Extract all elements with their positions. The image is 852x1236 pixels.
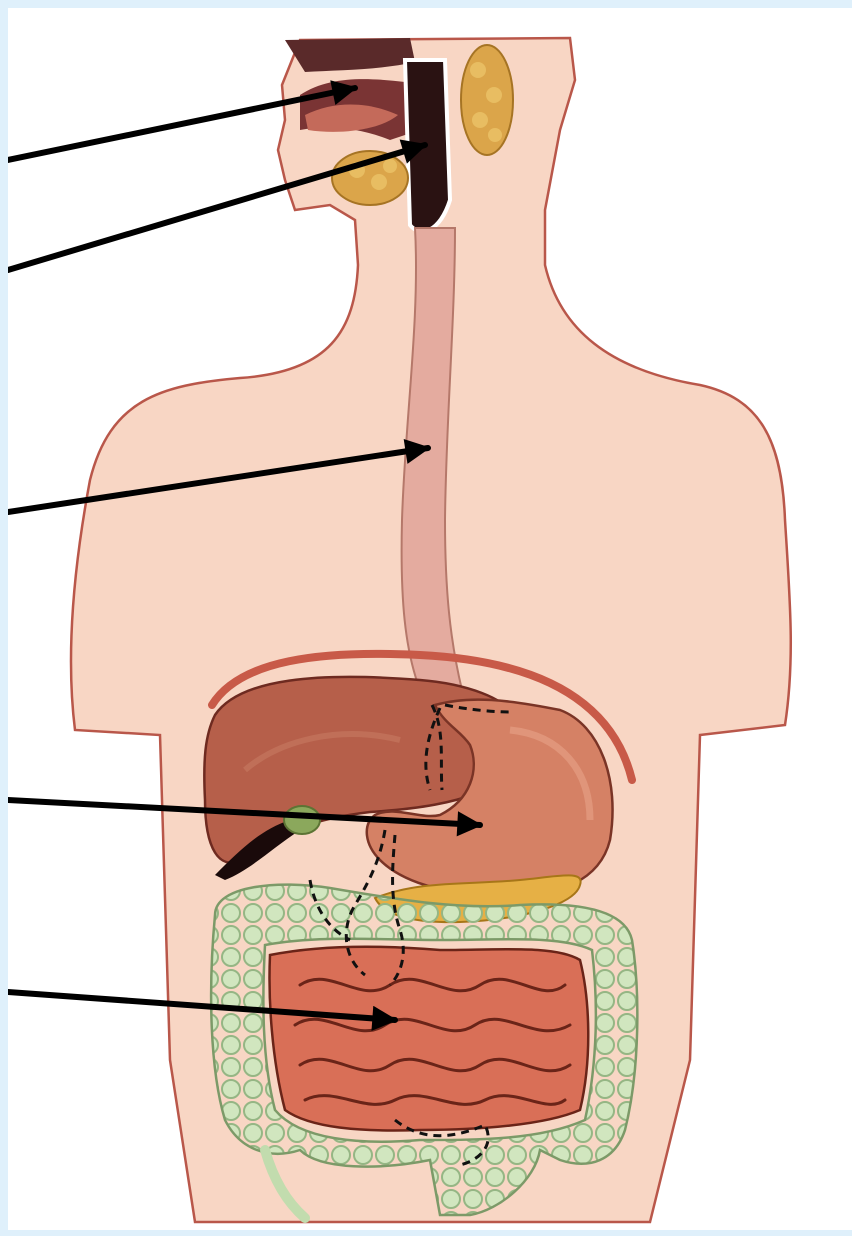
parotid-gland-icon [461, 45, 513, 155]
digestive-system-diagram [8, 8, 852, 1230]
gallbladder-icon [284, 806, 320, 834]
diagram-frame [8, 8, 852, 1230]
